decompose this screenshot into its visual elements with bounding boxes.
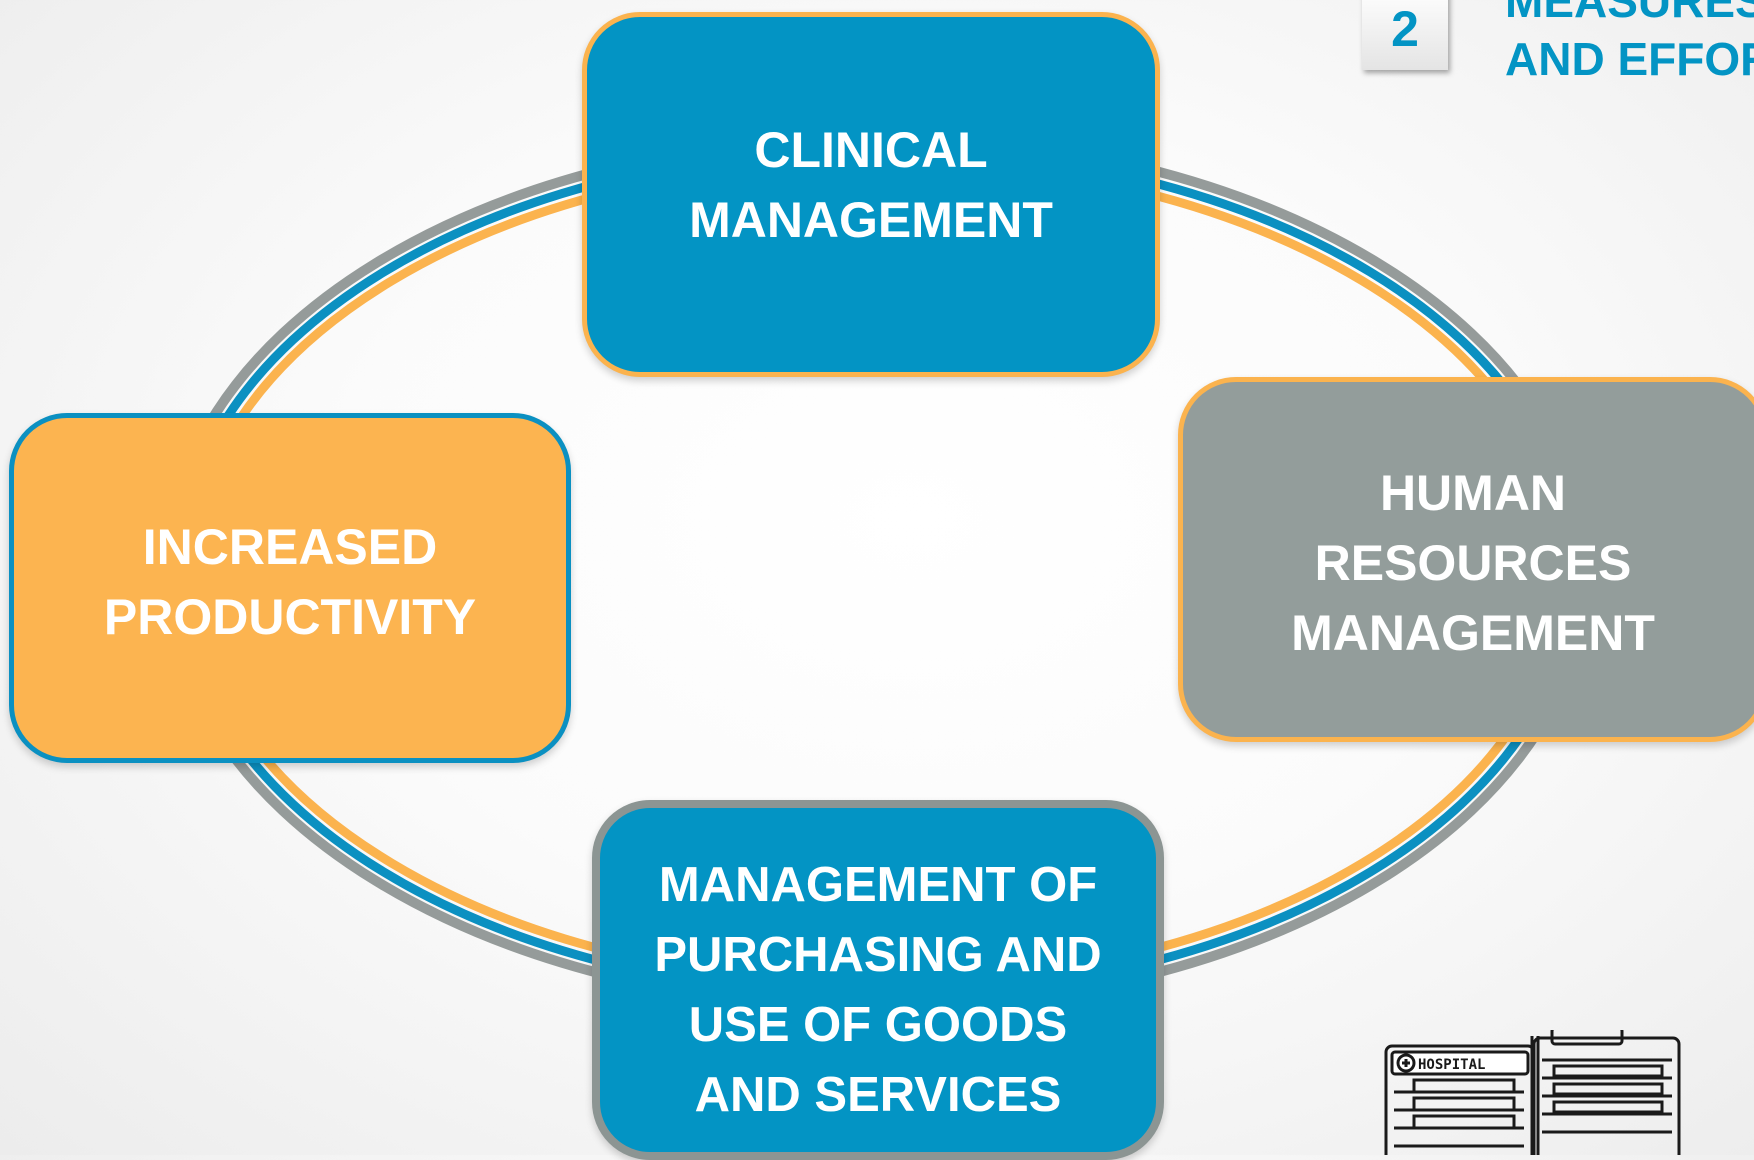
clinical-management-box: CLINICAL MANAGEMENT	[582, 12, 1160, 377]
hr-line-1: HUMAN	[1379, 465, 1567, 521]
human-resources-management-box: HUMAN RESOURCES MANAGEMENT	[1178, 377, 1754, 742]
purchasing-management-box: MANAGEMENT OF PURCHASING AND USE OF GOOD…	[592, 800, 1164, 1160]
section-title: MEASURES AND EFFORTS	[1505, 0, 1754, 88]
section-title-line-1: MEASURES	[1505, 0, 1754, 27]
hospital-sign-text: HOSPITAL	[1418, 1057, 1485, 1073]
step-number: 2	[1391, 1, 1419, 57]
hospital-building-icon: HOSPITAL	[1384, 1030, 1681, 1155]
purchasing-line-2: PURCHASING AND	[654, 928, 1102, 982]
purchasing-line-4: AND SERVICES	[694, 1068, 1062, 1122]
hr-line-2: RESOURCES	[1314, 535, 1632, 591]
purchasing-line-3: USE OF GOODS	[688, 998, 1068, 1052]
clinical-line-1: CLINICAL	[754, 122, 988, 178]
section-title-line-2: AND EFFORTS	[1505, 33, 1754, 85]
productivity-line-1: INCREASED	[142, 519, 438, 575]
purchasing-line-1: MANAGEMENT OF	[658, 858, 1098, 912]
step-number-badge: 2	[1362, 0, 1448, 70]
clinical-line-2: MANAGEMENT	[689, 192, 1053, 248]
hr-line-3: MANAGEMENT	[1291, 605, 1655, 661]
productivity-line-2: PRODUCTIVITY	[103, 589, 477, 645]
increased-productivity-box: INCREASED PRODUCTIVITY	[9, 413, 571, 763]
